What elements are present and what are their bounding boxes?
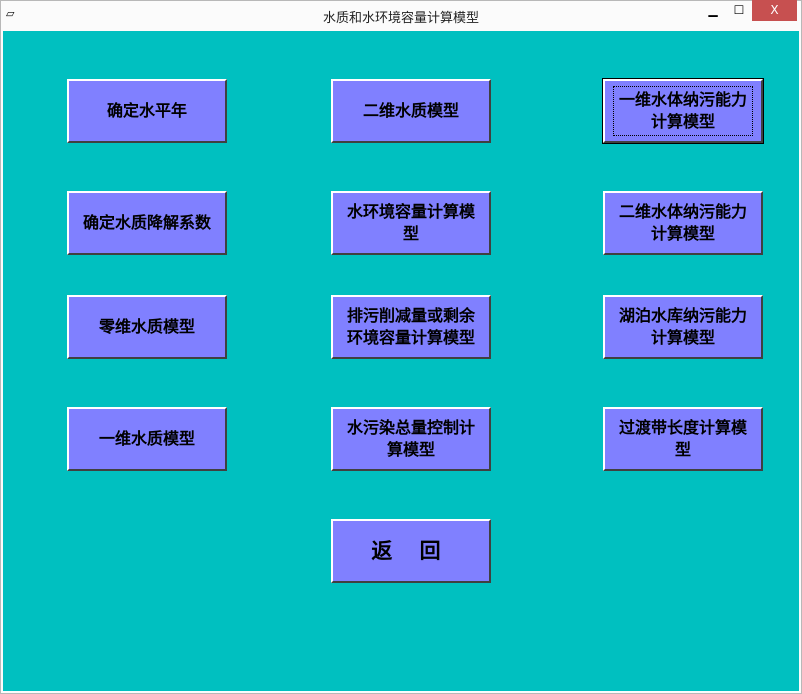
- environment-capacity-button[interactable]: 水环境容量计算模型: [331, 191, 491, 255]
- button-label: 确定水平年: [106, 101, 187, 120]
- button-label: 湖泊水库纳污能力计算模型: [618, 306, 747, 347]
- 1d-capacity-button[interactable]: 一维水体纳污能力计算模型: [602, 78, 764, 144]
- button-label: 二维水体纳污能力计算模型: [618, 202, 747, 243]
- window-title: 水质和水环境容量计算模型: [322, 11, 479, 26]
- button-label: 确定水质降解系数: [82, 213, 211, 232]
- lake-reservoir-capacity-button[interactable]: 湖泊水库纳污能力计算模型: [603, 295, 763, 359]
- button-label: 二维水质模型: [362, 101, 459, 120]
- 2d-water-quality-button[interactable]: 二维水质模型: [331, 79, 491, 143]
- total-pollution-control-button[interactable]: 水污染总量控制计算模型: [331, 407, 491, 471]
- degradation-coefficient-button[interactable]: 确定水质降解系数: [67, 191, 227, 255]
- transition-zone-length-button[interactable]: 过渡带长度计算模型: [603, 407, 763, 471]
- button-label: 零维水质模型: [98, 317, 195, 336]
- button-label: 一维水体纳污能力计算模型: [613, 86, 753, 136]
- button-label: 排污削减量或剩余环境容量计算模型: [346, 306, 475, 347]
- client-area: 确定水平年 二维水质模型 一维水体纳污能力计算模型 确定水质降解系数 水环境容量…: [3, 31, 799, 691]
- minimize-button[interactable]: ▁: [708, 3, 718, 17]
- button-label: 返 回: [371, 539, 451, 563]
- button-label: 水污染总量控制计算模型: [346, 418, 475, 459]
- determine-year-button[interactable]: 确定水平年: [67, 79, 227, 143]
- app-icon[interactable]: ▱: [6, 7, 15, 20]
- reduction-remaining-capacity-button[interactable]: 排污削减量或剩余环境容量计算模型: [331, 295, 491, 359]
- button-label: 水环境容量计算模型: [346, 202, 475, 243]
- 1d-water-quality-button[interactable]: 一维水质模型: [67, 407, 227, 471]
- 0d-water-quality-button[interactable]: 零维水质模型: [67, 295, 227, 359]
- title-bar: ▱ 水质和水环境容量计算模型 ▁ ☐ X: [0, 0, 802, 30]
- back-button[interactable]: 返 回: [331, 519, 491, 583]
- 2d-capacity-button[interactable]: 二维水体纳污能力计算模型: [603, 191, 763, 255]
- button-label: 过渡带长度计算模型: [618, 418, 747, 459]
- button-label: 一维水质模型: [98, 429, 195, 448]
- maximize-button[interactable]: ☐: [733, 3, 745, 17]
- close-button[interactable]: X: [752, 0, 797, 21]
